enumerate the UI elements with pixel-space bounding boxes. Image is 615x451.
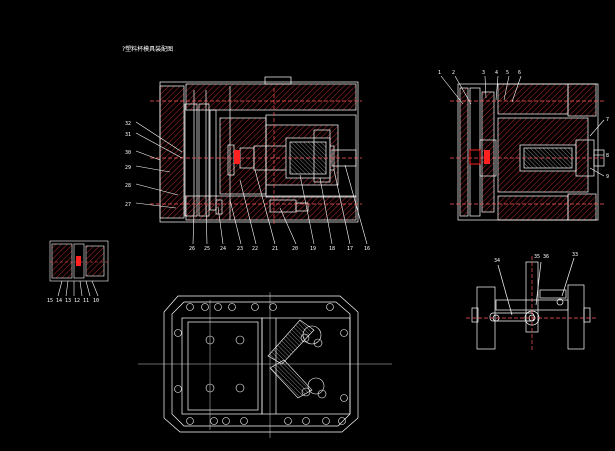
label-8: 8: [606, 153, 609, 159]
detail-view: [49, 240, 109, 297]
side-view-centerlines: [450, 100, 606, 205]
label-28: 28: [125, 183, 131, 189]
lever-centerlines: [466, 256, 596, 350]
plan-view: [163, 295, 359, 433]
label-15: 15: [47, 298, 53, 304]
lever-labels: 34 35 36 33: [494, 252, 578, 264]
detail-red-part: [76, 256, 81, 266]
label-16: 16: [364, 246, 370, 252]
label-33: 33: [572, 252, 578, 258]
main-bottom-leaders: [192, 164, 368, 245]
side-top-labels: 1 2 3 4 5 6: [438, 70, 521, 76]
label-23: 23: [237, 246, 243, 252]
side-red-ring: [469, 149, 481, 165]
main-bottom-labels: 26 25 24 23 22 21 20 19 18 17 16: [189, 246, 370, 252]
label-10: 10: [93, 298, 99, 304]
label-3: 3: [482, 70, 485, 76]
label-19: 19: [310, 246, 316, 252]
main-left-leaders: [135, 121, 183, 209]
side-section-view: [457, 83, 605, 221]
label-27: 27: [125, 202, 131, 208]
label-4: 4: [495, 70, 498, 76]
side-top-leaders: [440, 75, 522, 105]
side-right-leaders: [589, 119, 605, 177]
plan-bolt-holes: [174, 303, 348, 425]
label-1: 1: [438, 70, 441, 76]
lever-view: [471, 257, 591, 350]
red-insert-part: [234, 150, 240, 164]
label-9: 9: [606, 174, 609, 180]
side-right-labels: 7 8 9: [606, 117, 609, 180]
label-6: 6: [518, 70, 521, 76]
label-11: 11: [83, 298, 89, 304]
label-13: 13: [65, 298, 71, 304]
drawing-title: ?塑料杯模具装配图: [122, 45, 173, 53]
label-2: 2: [452, 70, 455, 76]
label-21: 21: [272, 246, 278, 252]
main-view-centerlines: [150, 88, 362, 226]
label-7: 7: [606, 117, 609, 123]
label-29: 29: [125, 165, 131, 171]
label-14: 14: [56, 298, 62, 304]
main-section-view: [159, 76, 359, 223]
label-12: 12: [74, 298, 80, 304]
label-35-36: 35 36: [534, 254, 549, 260]
main-left-labels: 32 31 30 29 28 27: [125, 121, 131, 208]
plan-linkage: [267, 319, 327, 399]
label-5: 5: [506, 70, 509, 76]
label-24: 24: [220, 246, 226, 252]
label-17: 17: [347, 246, 353, 252]
label-34: 34: [494, 258, 500, 264]
label-30: 30: [125, 150, 131, 156]
detail-labels: 15 14 13 12 11 10: [47, 298, 99, 304]
plan-centerlines: [138, 292, 392, 438]
label-20: 20: [292, 246, 298, 252]
label-25: 25: [204, 246, 210, 252]
label-31: 31: [125, 132, 131, 138]
side-red-part: [484, 150, 490, 164]
label-22: 22: [252, 246, 258, 252]
label-18: 18: [329, 246, 335, 252]
label-32: 32: [125, 121, 131, 127]
label-26: 26: [189, 246, 195, 252]
